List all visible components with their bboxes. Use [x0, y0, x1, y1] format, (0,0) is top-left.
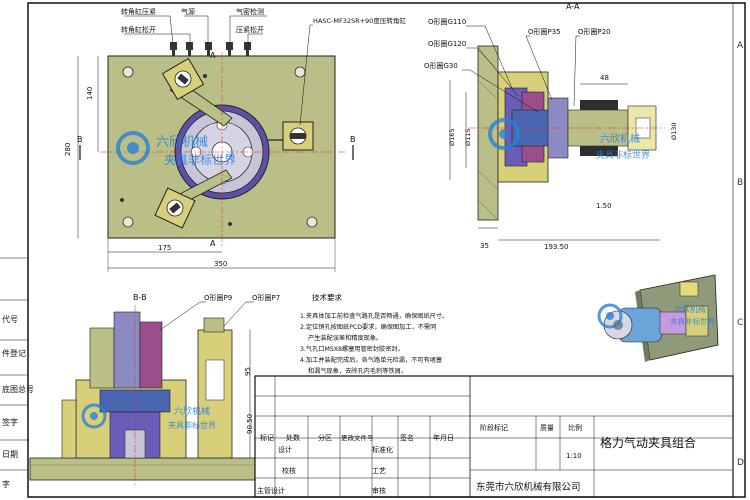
- section-aa-view: A-A O形圈G110 O形圈G120 O形圈G30 O形圈P35 O形圈P20…: [424, 2, 678, 251]
- dim-130: Ø130: [670, 122, 678, 140]
- dim-95: 95: [244, 367, 252, 376]
- strip-date: 日期: [2, 450, 18, 459]
- tb-weight-label: 质量: [540, 423, 554, 432]
- watermark-top: 六欣机械 夹具非标世界: [116, 131, 236, 167]
- watermark-text-7: 六欣机械: [174, 405, 210, 417]
- dim-1-50: 1.50: [596, 202, 612, 210]
- watermark-text-4: 夹具非标世界: [596, 149, 650, 161]
- clamp-cylinder-top: [161, 57, 205, 101]
- label-cylinder-model: HASC-MF32SR+90度压转角缸: [313, 16, 406, 25]
- tb-standardize: 标准化: [372, 445, 393, 454]
- section-mark-b-left: B: [77, 135, 83, 144]
- section-mark-b-right: B: [350, 135, 356, 144]
- tech-note-4: 3.气孔口MSX8螺塞用管密封胶密封。: [300, 345, 404, 353]
- watermark-bb: 六欣机械 夹具非标世界: [81, 403, 216, 430]
- tb-zone: 分区: [318, 433, 332, 442]
- dim-350: 350: [214, 260, 227, 268]
- label-clamp-release: 压紧松开: [236, 25, 264, 34]
- tb-date: 年月日: [433, 433, 454, 442]
- iso-view: [603, 274, 719, 362]
- title-block-text: 标记 处数 分区 更改文件号 签名 年月日 设计 标准化 校核 工艺 主管设计 …: [257, 423, 696, 495]
- tb-count: 处数: [286, 433, 300, 442]
- label-oring-p9: O形圈P9: [204, 294, 232, 302]
- tb-scale-value: 1:10: [566, 452, 582, 460]
- watermark-text-2: 夹具非标世界: [164, 153, 236, 167]
- strip-register: 件登记: [2, 348, 26, 358]
- tb-signature: 签名: [400, 433, 414, 442]
- tb-main-design: 主管设计: [257, 486, 285, 495]
- section-mark-a-top: A: [210, 51, 216, 60]
- tb-scale-label: 比例: [568, 423, 582, 432]
- air-fittings: [170, 42, 251, 56]
- section-aa-title: A-A: [566, 2, 580, 11]
- border-letter-a: A: [737, 41, 744, 51]
- tech-notes: 技术要求 1.夹具体加工前检查气路孔是否畅通，确保图纸尺寸。 2.定位销孔按图纸…: [300, 292, 448, 375]
- dim-35: 35: [480, 242, 489, 250]
- strip-base-number: 底图总号: [2, 384, 34, 394]
- tech-note-3: 产生装配误差和精度现象。: [308, 334, 382, 342]
- label-oring-p20: O形圈P20: [578, 28, 611, 36]
- border-letter-b: B: [737, 178, 743, 188]
- left-strip: 代号 件登记 底图总号 签字 日期 字: [0, 257, 34, 489]
- top-callouts: 转角缸压紧 气源 气密检测 转角缸松开 压紧松开 HASC-MF32SR+90度…: [121, 7, 406, 126]
- section-mark-a-bottom: A: [210, 239, 216, 248]
- clamp-cylinder-bottom: [154, 187, 196, 229]
- tech-note-6: 和漏气现象，去除孔内毛刺等铁屑。: [308, 367, 407, 375]
- company-name: 东莞市六欣机械有限公司: [476, 481, 581, 493]
- tb-design: 设计: [278, 445, 292, 454]
- strip-code: 代号: [2, 314, 18, 324]
- top-view-dims: 280 140 175 350: [64, 56, 336, 272]
- dim-280: 280: [64, 143, 72, 156]
- label-oring-g30: O形圈G30: [424, 62, 458, 70]
- dim-175: 175: [158, 244, 171, 252]
- tech-note-2: 2.定位销孔按图纸PCD要求，确保图加工，不需同: [300, 323, 436, 331]
- tb-stage-label: 阶段标记: [480, 423, 508, 432]
- section-bb-view: B-B O形圈P9 O形圈P7 95 90.50: [29, 293, 280, 485]
- tb-mark: 标记: [260, 433, 274, 442]
- dim-140: 140: [86, 87, 94, 100]
- label-turn-cyl-release: 转角缸松开: [121, 25, 156, 34]
- section-bb-title: B-B: [133, 293, 147, 302]
- drawing-name: 格力气动夹具组合: [600, 435, 696, 450]
- watermark-text-1: 六欣机械: [156, 135, 208, 150]
- tech-note-5: 4.加工并装配完成后，各气路单元检漏，不可有堵塞: [300, 356, 442, 364]
- watermark-text-8: 夹具非标世界: [168, 420, 216, 430]
- watermark-iso: 六欣机械 夹具非标世界: [597, 303, 715, 329]
- watermark-text-6: 夹具非标世界: [670, 316, 715, 326]
- dim-115: Ø115: [464, 128, 472, 146]
- dim-165: Ø165: [448, 128, 456, 146]
- dim-48: 48: [600, 74, 609, 82]
- tech-notes-title: 技术要求: [312, 292, 342, 302]
- tb-check: 校核: [282, 466, 296, 475]
- title-block: [254, 375, 734, 498]
- label-oring-g110: O形圈G110: [428, 18, 466, 26]
- strip-sign: 签字: [2, 417, 18, 427]
- watermark-section: 六欣机械 夹具非标世界: [488, 118, 650, 161]
- border-letter-d: D: [737, 458, 744, 468]
- clamp-cylinder-right: [268, 121, 314, 151]
- watermark-text-3: 六欣机械: [600, 132, 640, 145]
- label-oring-p35: O形圈P35: [528, 28, 561, 36]
- tb-approve: 审核: [372, 486, 386, 495]
- label-air-source: 气源: [181, 7, 195, 16]
- watermark-text-5: 六欣机械: [674, 304, 706, 314]
- dim-193-50: 193.50: [544, 243, 569, 251]
- label-air-detect: 气密检测: [236, 7, 264, 16]
- tb-process: 工艺: [372, 467, 386, 475]
- tb-change-doc: 更改文件号: [341, 433, 374, 442]
- border-letter-c: C: [737, 318, 743, 328]
- label-oring-p7: O形圈P7: [252, 294, 280, 302]
- label-turn-cyl-clamp: 转角缸压紧: [121, 7, 156, 16]
- tech-note-1: 1.夹具体加工前检查气路孔是否畅通，确保图纸尺寸。: [300, 312, 448, 320]
- strip-char: 字: [2, 479, 10, 489]
- label-oring-g120: O形圈G120: [428, 40, 466, 48]
